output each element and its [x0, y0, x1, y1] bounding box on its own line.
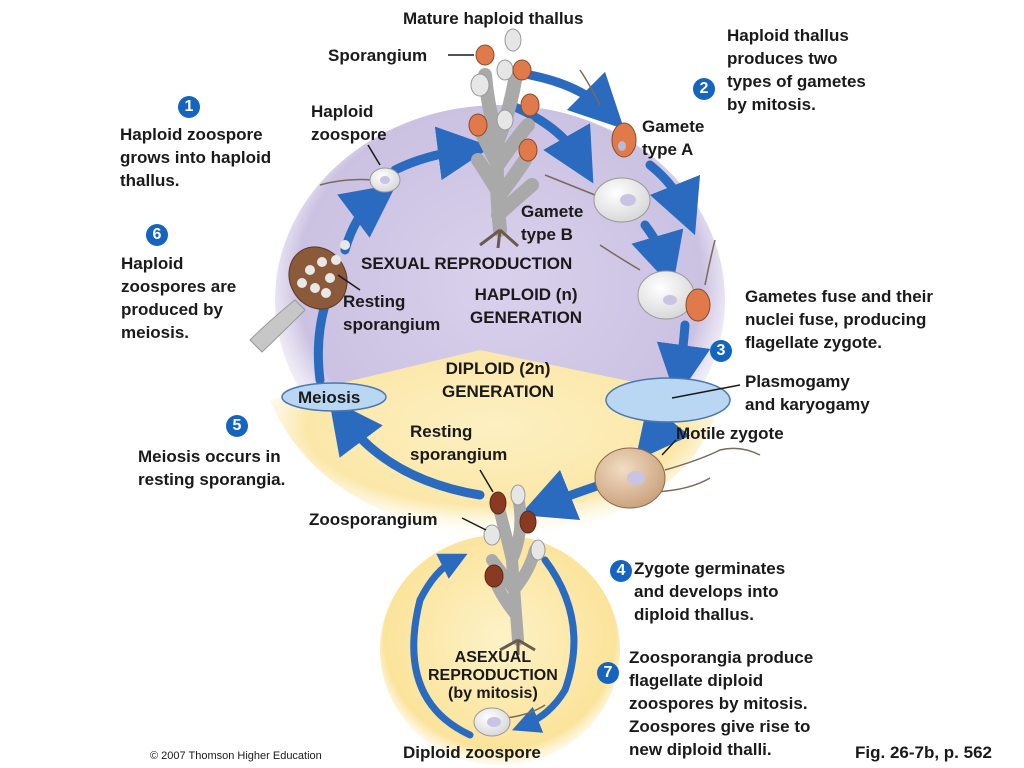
label-plasmogamy: Plasmogamy and karyogamy: [745, 372, 870, 414]
step-6-badge: 6: [146, 224, 168, 246]
label-gamete-type-b: Gamete type B: [521, 202, 584, 244]
arrow-asexual-right: [512, 556, 578, 733]
copyright: © 2007 Thomson Higher Education: [150, 750, 322, 762]
arrow-zygote-to-diploid-thallus: [519, 469, 605, 521]
gamete-b: [544, 174, 651, 223]
meiosis-oval: [281, 382, 387, 412]
step-3-text: Gametes fuse and their nuclei fuse, prod…: [745, 287, 934, 352]
step-4-badge: 4: [610, 560, 632, 582]
asexual-arrows: [410, 553, 578, 739]
label-zoosporangium: Zoosporangium: [309, 510, 438, 529]
step-5-text: Meiosis occurs in resting sporangia.: [138, 447, 286, 489]
diploid-zoospore: [473, 704, 546, 737]
arrow-gamete-a-down: [645, 160, 701, 236]
label-sporangium: Sporangium: [328, 46, 428, 65]
arrow-thallus-to-gamete-b: [505, 100, 594, 184]
label-gamete-type-a: Gamete type A: [642, 117, 705, 159]
label-resting-sporangium-top: Resting sporangium: [343, 292, 441, 334]
mature-haploid-thallus: [468, 28, 540, 249]
step-3-badge: 3: [710, 340, 732, 362]
gamete-a: [579, 69, 637, 158]
arrow-zoospore-to-thallus: [390, 126, 492, 181]
label-meiosis: Meiosis: [298, 388, 361, 407]
step-1-text: Haploid zoospore grows into haploid thal…: [120, 125, 272, 190]
arrow-meiosis-to-resting: [313, 300, 330, 385]
arrow-thallus-to-gamete-a: [525, 70, 625, 130]
label-asexual-reproduction: ASEXUAL REPRODUCTION (by mitosis): [428, 649, 558, 702]
step-7-badge: 7: [597, 662, 619, 684]
motile-zygote: [594, 439, 761, 509]
step-4-text: Zygote germinates and develops into dipl…: [634, 559, 786, 624]
step-1-badge: 1: [178, 96, 200, 118]
label-haploid-generation: HAPLOID (n) GENERATION: [470, 285, 583, 327]
resting-sporangium-top: [249, 240, 361, 353]
figure-reference: Fig. 26-7b, p. 562: [855, 743, 992, 762]
plasmogamy-leader: [671, 384, 741, 399]
step-2-badge: 2: [693, 78, 715, 100]
diploid-thallus: [461, 469, 546, 655]
step-5-badge: 5: [226, 415, 248, 437]
label-motile-zygote: Motile zygote: [676, 424, 784, 443]
fusing-gametes: [599, 239, 716, 322]
label-diploid-generation: DIPLOID (2n) GENERATION: [442, 359, 555, 401]
arrow-gamete-b-down: [631, 220, 684, 288]
step-7-text: Zoosporangia produce flagellate diploid …: [629, 648, 814, 759]
haploid-zoospore: [319, 144, 401, 193]
arrow-asexual-left: [410, 553, 474, 739]
arrow-resting-to-meiosis: [328, 398, 485, 500]
label-sexual-reproduction: SEXUAL REPRODUCTION: [361, 254, 573, 273]
label-haploid-zoospore: Haploid zoospore: [311, 102, 387, 144]
step-2-text: Haploid thallus produces two types of ga…: [727, 26, 866, 114]
step-6-text: Haploid zoospores are produced by meiosi…: [121, 254, 237, 342]
label-resting-sporangium-bottom: Resting sporangium: [410, 422, 508, 464]
label-diploid-zoospore: Diploid zoospore: [403, 743, 541, 762]
label-mature-haploid-thallus: Mature haploid thallus: [403, 9, 584, 28]
arrow-to-plasmogamy: [656, 320, 711, 399]
plasmogamy-oval: [605, 377, 731, 423]
